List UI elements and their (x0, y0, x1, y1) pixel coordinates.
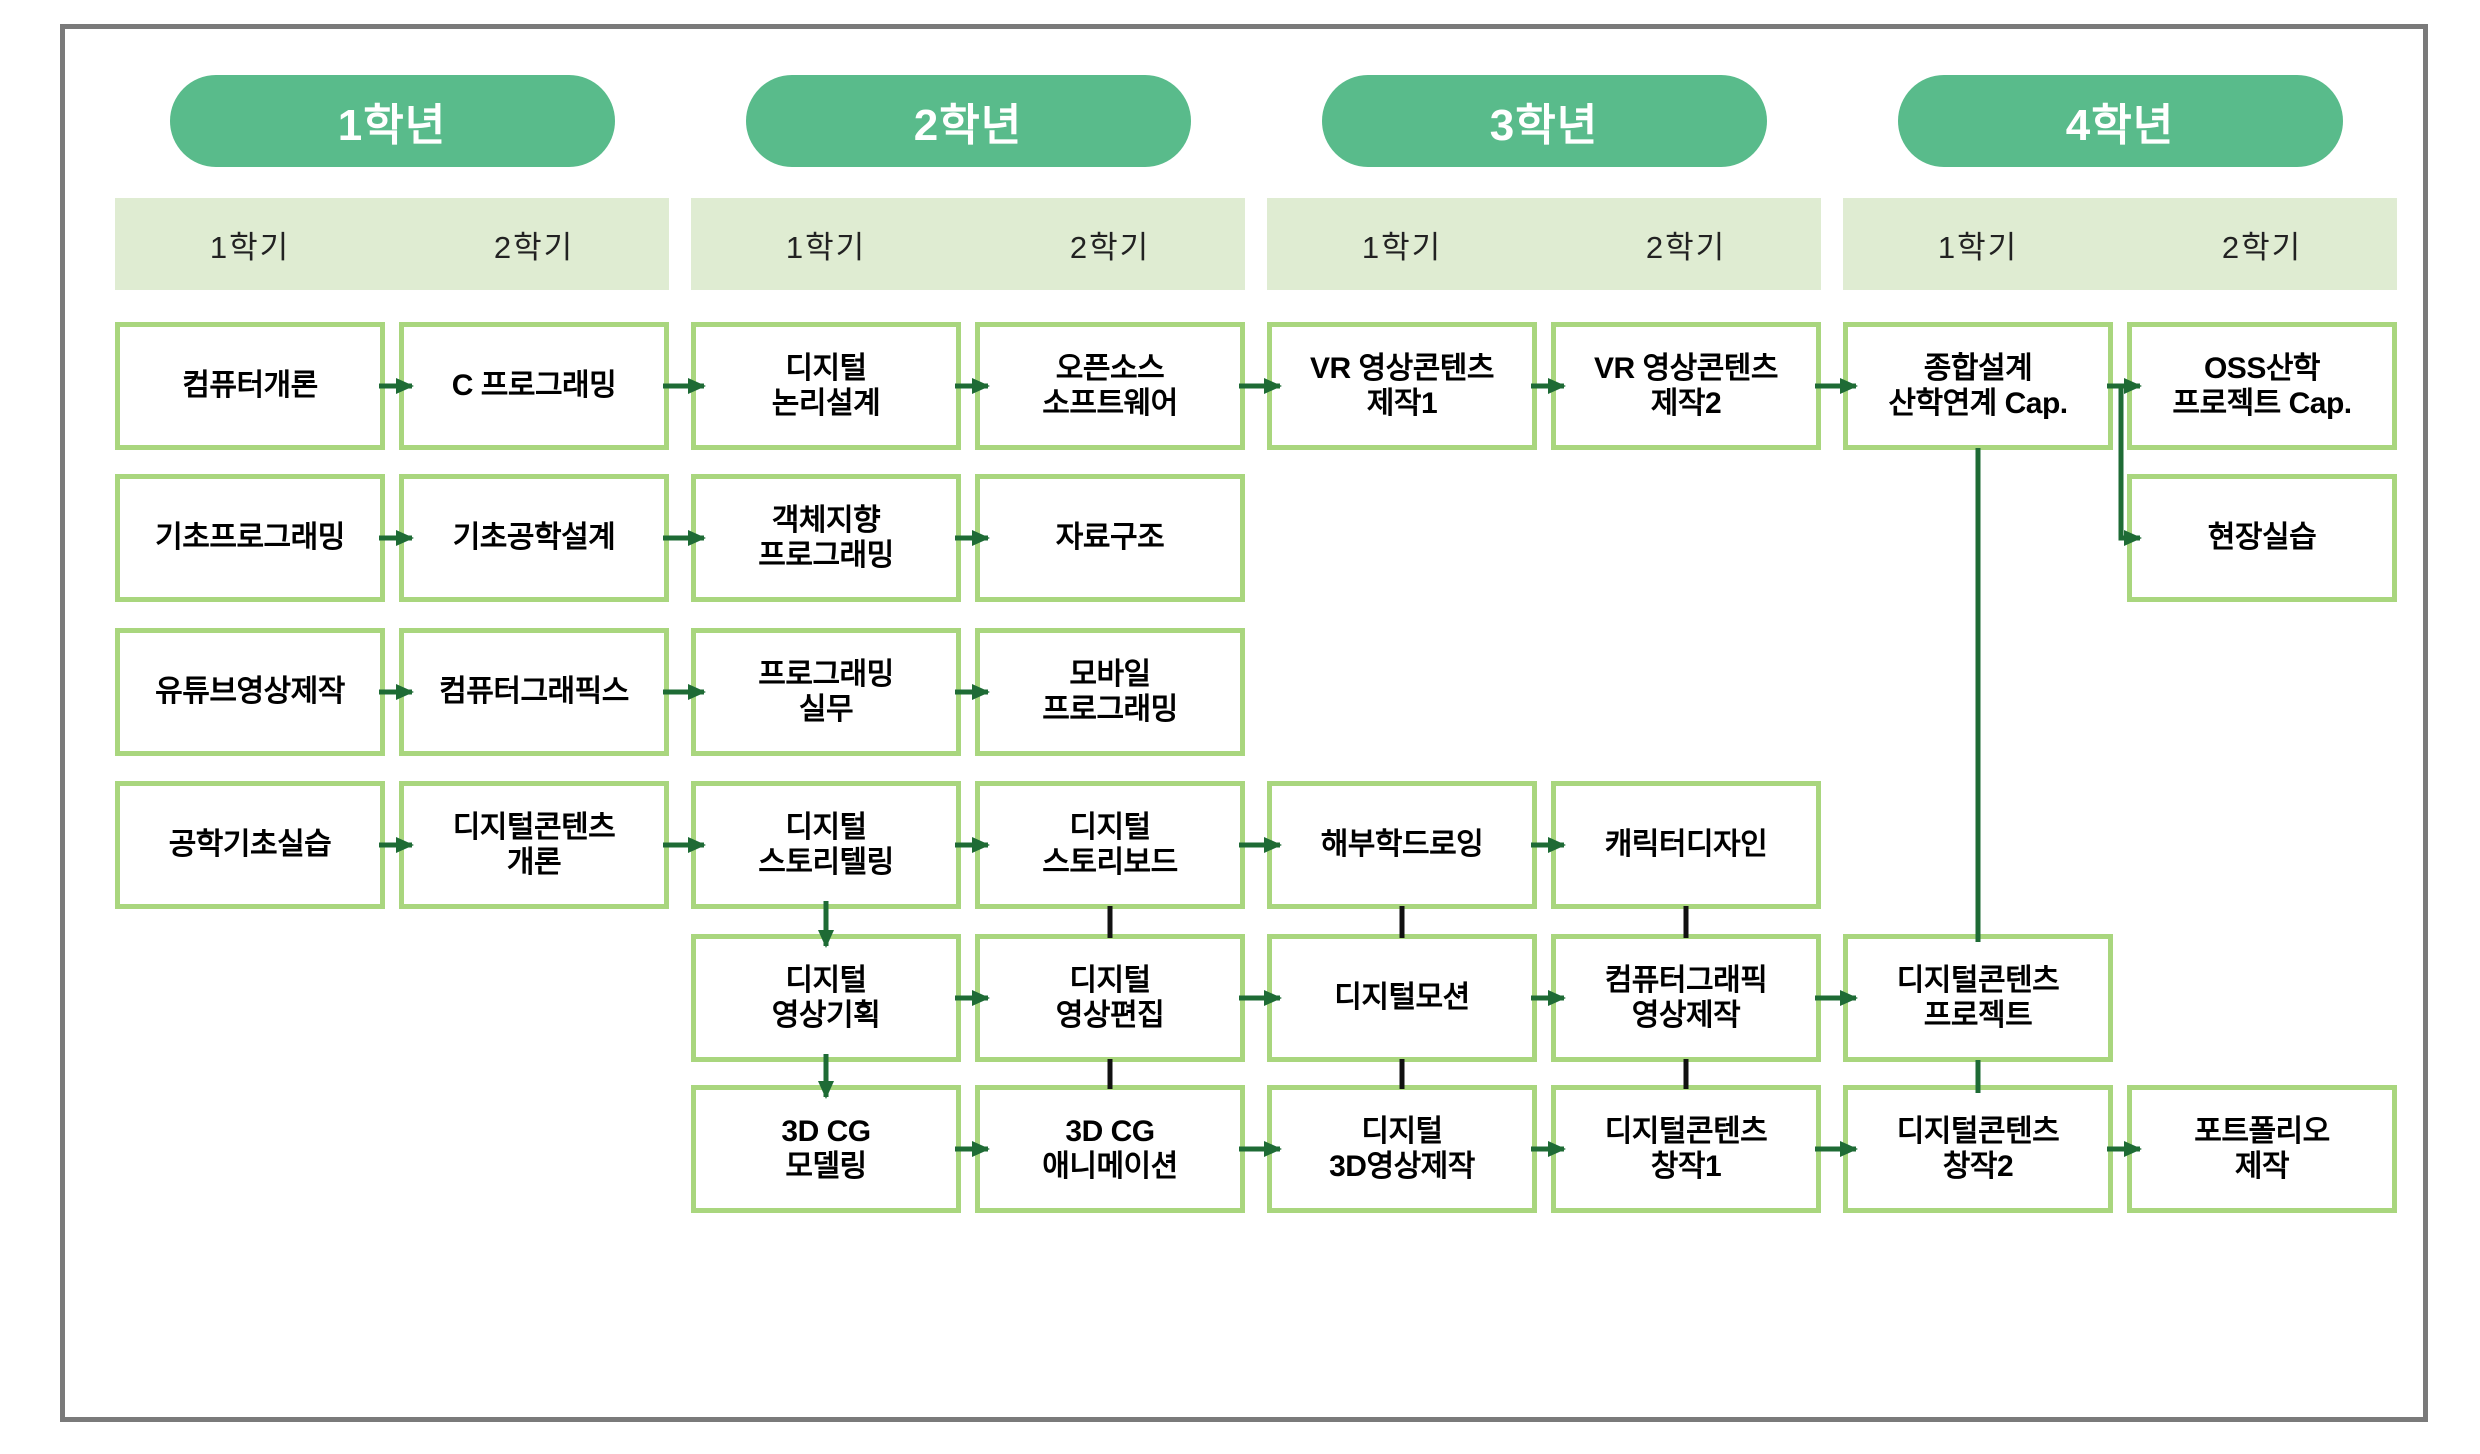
course-box-y3s2-content-creation-1: 디지털콘텐츠 창작1 (1551, 1085, 1821, 1213)
semester-label-y1s2: 2학기 (493, 229, 575, 265)
course-box-y1s1-computer-intro: 컴퓨터개론 (115, 322, 385, 450)
semester-label-y3s2: 2학기 (1645, 229, 1727, 265)
course-box-y2s1-programming-practice: 프로그래밍 실무 (691, 628, 961, 756)
course-box-y4s1-content-project: 디지털콘텐츠 프로젝트 (1843, 934, 2113, 1062)
course-box-y1s2-computer-graphics: 컴퓨터그래픽스 (399, 628, 669, 756)
course-box-y3s1-digital-3d-video: 디지털 3D영상제작 (1267, 1085, 1537, 1213)
course-box-y1s2-c-programming: C 프로그래밍 (399, 322, 669, 450)
year-header-1: 1학년 (169, 75, 615, 167)
semester-label-y2s1: 1학기 (785, 229, 867, 265)
course-box-y3s2-character-design: 캐릭터디자인 (1551, 781, 1821, 909)
course-box-y4s2-field-practice: 현장실습 (2127, 474, 2397, 602)
course-box-y2s2-mobile-programming: 모바일 프로그래밍 (975, 628, 1245, 756)
year-header-3: 3학년 (1321, 75, 1767, 167)
course-box-y1s1-youtube-video: 유튜브영상제작 (115, 628, 385, 756)
semester-bar-year-2 (691, 198, 1245, 290)
course-box-y2s1-digital-storytelling: 디지털 스토리텔링 (691, 781, 961, 909)
course-box-y4s1-capstone-design: 종합설계 산학연계 Cap. (1843, 322, 2113, 450)
course-box-y2s1-digital-logic: 디지털 논리설계 (691, 322, 961, 450)
year-header-2: 2학년 (745, 75, 1191, 167)
course-box-y2s2-open-source-sw: 오픈소스 소프트웨어 (975, 322, 1245, 450)
course-box-y1s2-digital-content-intro: 디지털콘텐츠 개론 (399, 781, 669, 909)
course-box-y2s2-digital-video-edit: 디지털 영상편집 (975, 934, 1245, 1062)
year-header-4: 4학년 (1897, 75, 2343, 167)
semester-label-y2s2: 2학기 (1069, 229, 1151, 265)
course-box-y1s1-eng-basic-practice: 공학기초실습 (115, 781, 385, 909)
semester-bar-year-3 (1267, 198, 1821, 290)
semester-bar-year-4 (1843, 198, 2397, 290)
course-box-y4s1-content-creation-2: 디지털콘텐츠 창작2 (1843, 1085, 2113, 1213)
semester-label-y1s1: 1학기 (209, 229, 291, 265)
course-box-y3s1-vr-content-1: VR 영상콘텐츠 제작1 (1267, 322, 1537, 450)
course-box-y2s1-digital-video-plan: 디지털 영상기획 (691, 934, 961, 1062)
semester-label-y3s1: 1학기 (1361, 229, 1443, 265)
semester-label-y4s1: 1학기 (1937, 229, 2019, 265)
course-box-y4s2-oss-capstone: OSS산학 프로젝트 Cap. (2127, 322, 2397, 450)
course-box-y3s2-vr-content-2: VR 영상콘텐츠 제작2 (1551, 322, 1821, 450)
course-box-y4s2-portfolio: 포트폴리오 제작 (2127, 1085, 2397, 1213)
course-box-y3s1-anatomy-drawing: 해부학드로잉 (1267, 781, 1537, 909)
semester-bar-year-1 (115, 198, 669, 290)
course-box-y1s2-basic-eng-design: 기초공학설계 (399, 474, 669, 602)
semester-label-y4s2: 2학기 (2221, 229, 2303, 265)
course-box-y1s1-basic-programming: 기초프로그래밍 (115, 474, 385, 602)
course-box-y2s2-data-structure: 자료구조 (975, 474, 1245, 602)
course-box-y3s1-digital-motion: 디지털모션 (1267, 934, 1537, 1062)
course-box-y2s2-3dcg-animation: 3D CG 애니메이션 (975, 1085, 1245, 1213)
course-box-y2s1-3dcg-modeling: 3D CG 모델링 (691, 1085, 961, 1213)
course-box-y3s2-cg-video-production: 컴퓨터그래픽 영상제작 (1551, 934, 1821, 1062)
course-box-y2s2-digital-storyboard: 디지털 스토리보드 (975, 781, 1245, 909)
course-box-y2s1-oop: 객체지향 프로그래밍 (691, 474, 961, 602)
